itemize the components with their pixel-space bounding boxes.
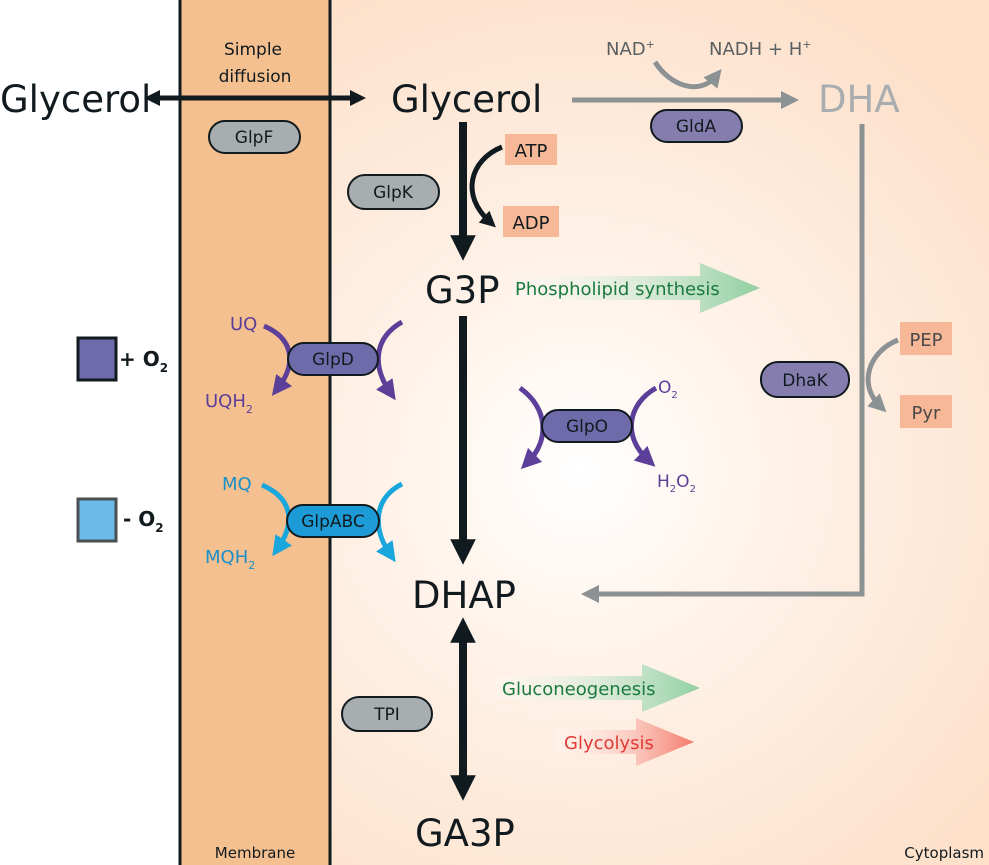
glycerol-outside-label: Glycerol xyxy=(0,78,151,121)
pep-box xyxy=(900,322,952,355)
svg-text:GlpF: GlpF xyxy=(235,128,273,148)
h2o2-label: H2O2 xyxy=(657,472,696,495)
enzyme-glpf: GlpF xyxy=(208,120,301,154)
pep-to-pyr-arrow xyxy=(865,337,900,413)
mqh2-label: MQH2 xyxy=(205,547,255,572)
enzyme-glpd: GlpD xyxy=(287,342,379,376)
legend-anaerobic-swatch xyxy=(76,497,118,543)
enzyme-glpk: GlpK xyxy=(347,174,440,210)
simple-diffusion-label-2: diffusion xyxy=(219,67,292,87)
atp-to-adp-arrow xyxy=(469,144,504,228)
enzyme-glpabc: GlpABC xyxy=(286,504,380,538)
enzyme-glpo: GlpO xyxy=(541,409,633,443)
pyr-label: Pyr xyxy=(912,403,942,424)
adp-label: ADP xyxy=(512,213,549,234)
enzyme-dhak: DhaK xyxy=(760,361,850,398)
svg-text:DhaK: DhaK xyxy=(782,371,828,391)
glpabc-mq-arrow xyxy=(260,482,292,557)
cytoplasm-label: Cytoplasm xyxy=(904,844,984,862)
phospholipid-synthesis-label: Phospholipid synthesis xyxy=(515,279,720,300)
atp-box xyxy=(505,134,557,165)
cytoplasm-region xyxy=(330,0,989,865)
glpd-substrate-arrow xyxy=(375,319,404,401)
dha-label: DHA xyxy=(818,78,900,121)
gluconeogenesis-label: Gluconeogenesis xyxy=(502,679,656,700)
legend-anaerobic: - O2 xyxy=(76,497,164,543)
legend-anaerobic-label: - O2 xyxy=(123,507,164,535)
membrane-label: Membrane xyxy=(215,844,295,862)
svg-text:GlpD: GlpD xyxy=(312,350,354,370)
svg-text:GldA: GldA xyxy=(676,117,717,137)
glycolysis-label: Glycolysis xyxy=(564,733,654,754)
mq-label: MQ xyxy=(222,474,252,495)
svg-text:GlpO: GlpO xyxy=(566,417,608,437)
pep-label: PEP xyxy=(909,330,942,351)
nadh-label: NADH + H+ xyxy=(709,38,811,60)
simple-diffusion-label-1: Simple xyxy=(224,40,282,60)
uq-label: UQ xyxy=(230,314,257,335)
svg-text:GlpK: GlpK xyxy=(373,183,414,203)
nad-to-nadh-arrow xyxy=(652,60,722,90)
uqh2-label: UQH2 xyxy=(205,391,253,416)
svg-text:TPI: TPI xyxy=(373,705,400,725)
enzyme-tpi: TPI xyxy=(341,696,433,732)
dhap-label: DHAP xyxy=(412,574,516,617)
atp-label: ATP xyxy=(515,141,548,162)
glycerol-inside-label: Glycerol xyxy=(391,78,542,121)
gluconeogenesis-arrow xyxy=(495,664,700,712)
nad-label: NAD+ xyxy=(606,38,655,60)
o2-label: O2 xyxy=(658,378,678,401)
legend-aerobic-swatch xyxy=(76,336,118,382)
g3p-label: G3P xyxy=(425,269,500,312)
svg-text:GlpABC: GlpABC xyxy=(301,512,365,532)
glycolysis-arrow xyxy=(555,718,694,766)
enzyme-glda: GldA xyxy=(650,109,743,143)
phospholipid-synthesis-arrow xyxy=(510,263,760,313)
pyr-box xyxy=(900,395,952,428)
legend-aerobic-label: + O2 xyxy=(119,347,168,375)
ga3p-label: GA3P xyxy=(415,812,515,855)
adp-box xyxy=(503,206,559,237)
dha-to-dhap-arrow xyxy=(581,124,865,603)
legend-aerobic: + O2 xyxy=(76,336,168,382)
